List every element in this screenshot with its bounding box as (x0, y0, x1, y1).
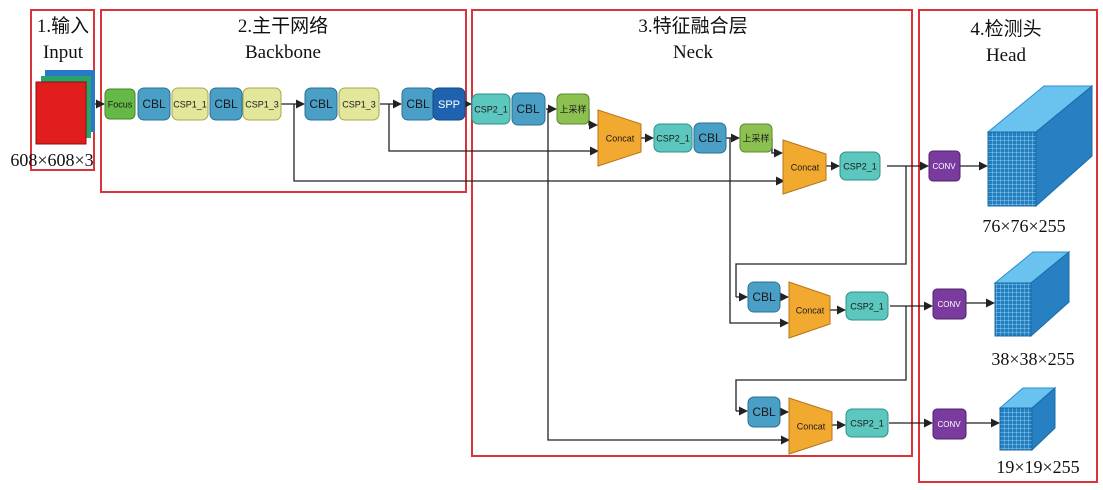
block-csp1-3-a: CSP1_3 (242, 87, 282, 121)
block-csp2-1-b: CSP2_1 (653, 123, 693, 153)
backbone-title: 2.主干网络 (238, 15, 328, 37)
head-section-frame (918, 9, 1098, 483)
input-subtitle: Input (43, 42, 84, 63)
block-spp-label: SPP (438, 99, 460, 111)
block-cbl-5: CBL (511, 92, 546, 126)
block-concat-1-label: Concat (606, 133, 635, 143)
block-cbl-3-label: CBL (309, 97, 333, 111)
block-csp1-3-a-label: CSP1_3 (245, 99, 279, 109)
block-cbl-8: CBL (747, 396, 781, 428)
block-conv-2: CONV (932, 288, 967, 320)
block-concat-4-label: Concat (797, 421, 826, 431)
head-subtitle: Head (986, 45, 1027, 66)
block-csp2-1-b-label: CSP2_1 (656, 133, 690, 143)
block-concat-1: Concat (597, 109, 642, 167)
block-cbl-7-label: CBL (752, 290, 776, 304)
output-size-38: 38×38×255 (991, 349, 1074, 369)
head-title: 4.检测头 (970, 18, 1041, 40)
block-concat-3-label: Concat (796, 305, 825, 315)
block-csp2-1-e: CSP2_1 (845, 408, 889, 438)
block-cbl-4: CBL (401, 87, 435, 121)
block-csp2-1-a: CSP2_1 (471, 93, 511, 125)
output-tensor-76 (986, 84, 1094, 208)
output-size-19: 19×19×255 (996, 457, 1079, 477)
block-conv-2-label: CONV (937, 300, 961, 309)
block-csp1-3-b-label: CSP1_3 (342, 99, 376, 109)
input-size-label: 608×608×3 (10, 150, 93, 170)
block-upsample-1-label: 上采样 (559, 103, 586, 114)
block-spp: SPP (432, 87, 466, 121)
block-csp2-1-d: CSP2_1 (845, 291, 889, 321)
output-tensor-38 (993, 250, 1071, 338)
block-concat-2: Concat (782, 139, 827, 195)
block-concat-2-label: Concat (791, 162, 820, 172)
block-concat-3: Concat (788, 281, 831, 339)
block-focus: Focus (104, 88, 136, 120)
block-cbl-3: CBL (304, 87, 338, 121)
block-csp2-1-a-label: CSP2_1 (474, 104, 508, 114)
block-upsample-2-label: 上采样 (742, 132, 769, 143)
block-upsample-2: 上采样 (739, 123, 773, 153)
connection-lines (95, 99, 1000, 445)
block-cbl-2: CBL (209, 87, 243, 121)
output-size-76: 76×76×255 (982, 216, 1065, 236)
block-csp2-1-d-label: CSP2_1 (850, 301, 884, 311)
block-conv-1-label: CONV (932, 162, 956, 171)
block-upsample-1: 上采样 (556, 93, 590, 125)
block-csp1-1: CSP1_1 (171, 87, 209, 121)
block-focus-label: Focus (108, 99, 133, 109)
neck-subtitle: Neck (673, 42, 714, 63)
block-cbl-1-label: CBL (142, 97, 166, 111)
block-cbl-7: CBL (747, 281, 781, 313)
block-cbl-8-label: CBL (752, 405, 776, 419)
block-csp2-1-e-label: CSP2_1 (850, 418, 884, 428)
block-conv-3-label: CONV (937, 420, 961, 429)
neck-section-frame (471, 9, 913, 457)
block-concat-4: Concat (788, 397, 833, 455)
neck-title: 3.特征融合层 (638, 15, 747, 37)
block-conv-3: CONV (932, 408, 967, 440)
block-cbl-2-label: CBL (214, 97, 238, 111)
block-cbl-6-label: CBL (698, 131, 722, 145)
block-csp2-1-c-label: CSP2_1 (843, 161, 877, 171)
input-title: 1.输入 (37, 15, 89, 37)
backbone-subtitle: Backbone (245, 42, 321, 63)
block-cbl-5-label: CBL (516, 102, 540, 116)
input-image-icon (35, 70, 95, 145)
output-tensor-19 (998, 386, 1057, 452)
block-conv-1: CONV (928, 150, 961, 182)
block-cbl-6: CBL (693, 122, 727, 154)
block-csp1-3-b: CSP1_3 (338, 87, 380, 121)
block-cbl-4-label: CBL (406, 97, 430, 111)
block-csp2-1-c: CSP2_1 (839, 151, 881, 181)
block-cbl-1: CBL (137, 87, 171, 121)
block-csp1-1-label: CSP1_1 (173, 99, 207, 109)
